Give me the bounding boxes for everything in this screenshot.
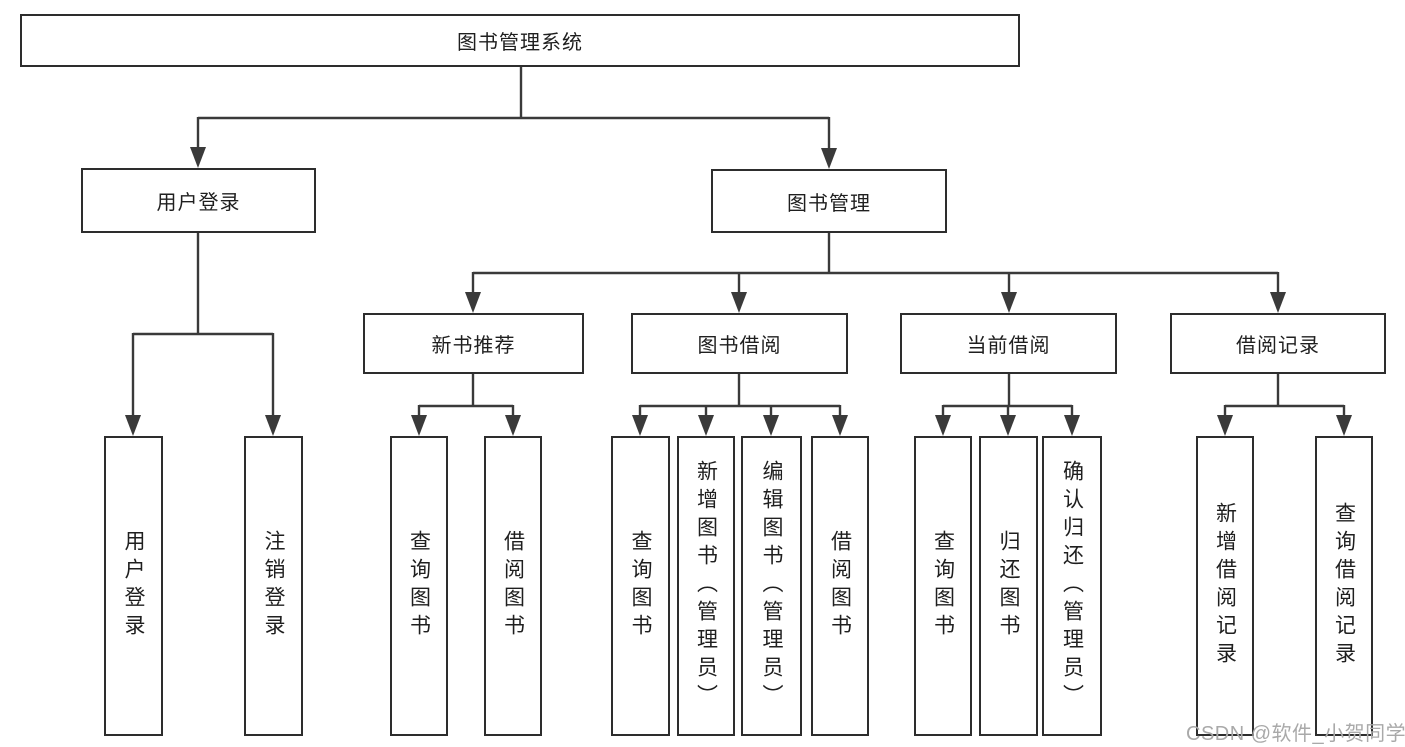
leaf-borrow-edit-books-admin: 编辑图书（管理员）: [741, 436, 802, 736]
leaf-logout-label: 注销登录: [262, 530, 285, 642]
leaf-current-query-books: 查询图书: [914, 436, 972, 736]
node-book-borrow: 图书借阅: [631, 313, 848, 374]
node-borrow-records-label: 借阅记录: [1236, 335, 1320, 357]
leaf-borrow-borrow-books: 借阅图书: [811, 436, 869, 736]
leaf-borrow-edit-books-admin-label: 编辑图书（管理员）: [760, 460, 783, 712]
node-new-book-recommend-label: 新书推荐: [431, 335, 516, 357]
leaf-current-return-books: 归还图书: [979, 436, 1038, 736]
node-current-borrow-label: 当前借阅: [966, 335, 1051, 357]
arrowheads: [125, 147, 1352, 436]
node-borrow-records: 借阅记录: [1170, 313, 1386, 374]
leaf-logout: 注销登录: [244, 436, 303, 736]
node-user-login: 用户登录: [81, 168, 316, 233]
leaf-borrow-borrow-books-label: 借阅图书: [828, 530, 852, 642]
leaf-borrow-query-books: 查询图书: [611, 436, 670, 736]
node-book-borrow-label: 图书借阅: [697, 335, 782, 357]
csdn-watermark: CSDN @软件_小贺同学: [1186, 723, 1405, 745]
node-root-system: 图书管理系统: [20, 14, 1020, 67]
node-book-management: 图书管理: [711, 169, 947, 233]
leaf-recommend-borrow-books-label: 借阅图书: [501, 530, 525, 642]
leaf-borrow-query-books-label: 查询图书: [629, 530, 652, 642]
leaf-recommend-query-books-label: 查询图书: [407, 530, 431, 642]
leaf-current-confirm-return-admin: 确认归还（管理员）: [1042, 436, 1102, 736]
node-book-management-label: 图书管理: [787, 192, 871, 215]
leaf-user-login: 用户登录: [104, 436, 163, 736]
leaf-records-query-record-label: 查询借阅记录: [1332, 502, 1356, 670]
node-current-borrow: 当前借阅: [900, 313, 1117, 374]
leaf-recommend-query-books: 查询图书: [390, 436, 448, 736]
leaf-current-return-books-label: 归还图书: [997, 530, 1020, 642]
leaf-records-add-record: 新增借阅记录: [1196, 436, 1254, 736]
node-new-book-recommend: 新书推荐: [363, 313, 584, 374]
leaf-user-login-label: 用户登录: [122, 530, 145, 642]
leaf-records-add-record-label: 新增借阅记录: [1213, 502, 1237, 670]
leaf-recommend-borrow-books: 借阅图书: [484, 436, 542, 736]
node-root-label: 图书管理系统: [457, 32, 583, 54]
leaf-current-confirm-return-admin-label: 确认归还（管理员）: [1060, 460, 1084, 712]
leaf-borrow-add-books-admin-label: 新增图书（管理员）: [694, 460, 718, 712]
leaf-current-query-books-label: 查询图书: [931, 530, 955, 642]
leaf-records-query-record: 查询借阅记录: [1315, 436, 1373, 736]
leaf-borrow-add-books-admin: 新增图书（管理员）: [677, 436, 735, 736]
node-user-login-label: 用户登录: [156, 192, 241, 214]
